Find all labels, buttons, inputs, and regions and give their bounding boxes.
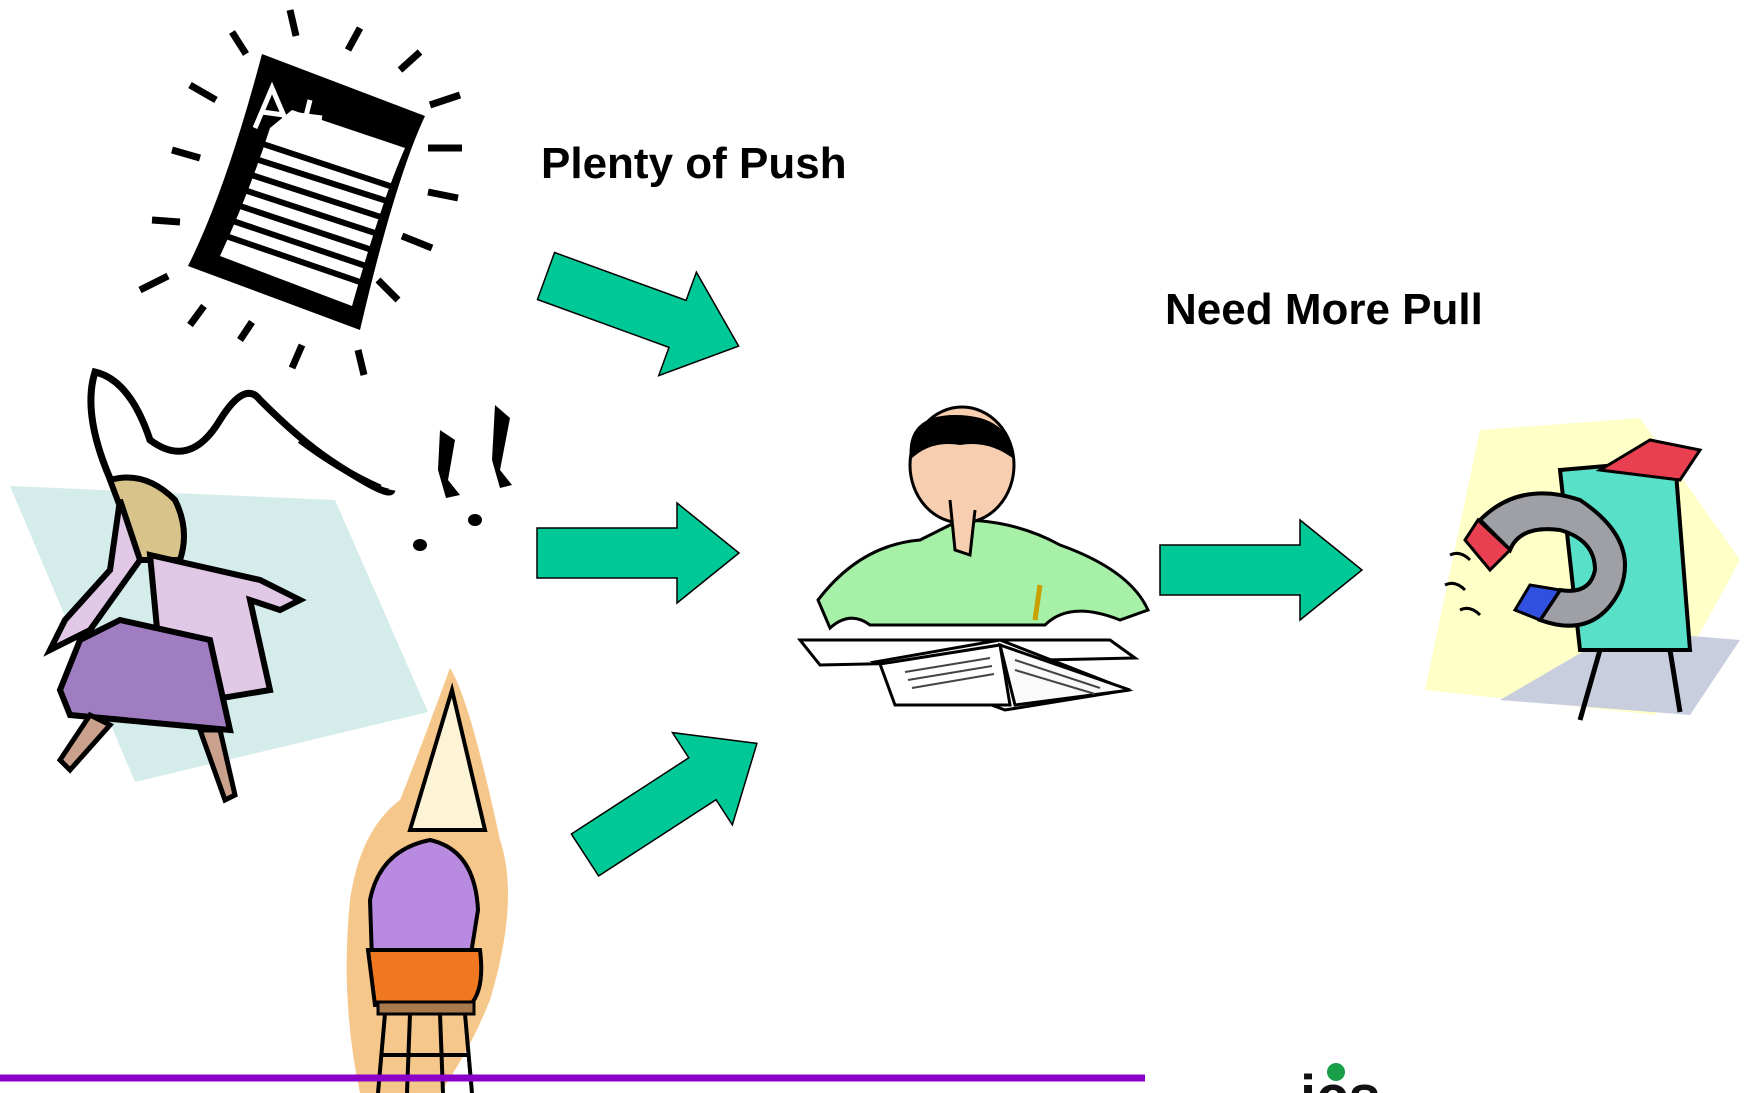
dunce-cap-student-icon [346, 668, 508, 1093]
arrow-icon [536, 251, 1364, 878]
logo: ics [1300, 1068, 1381, 1093]
graded-paper-icon [138, 9, 462, 376]
arrow-top [536, 251, 740, 377]
studying-student-icon [796, 405, 1151, 712]
magnet-figure-icon [1425, 418, 1740, 721]
push-label: Plenty of Push [541, 139, 847, 188]
whip-teacher-icon [10, 367, 512, 804]
logo-dot [1327, 1063, 1345, 1081]
arrow-bottom [570, 731, 758, 878]
pull-label: Need More Pull [1165, 285, 1483, 334]
arrow-middle [536, 501, 741, 605]
arrow-right [1159, 518, 1364, 622]
